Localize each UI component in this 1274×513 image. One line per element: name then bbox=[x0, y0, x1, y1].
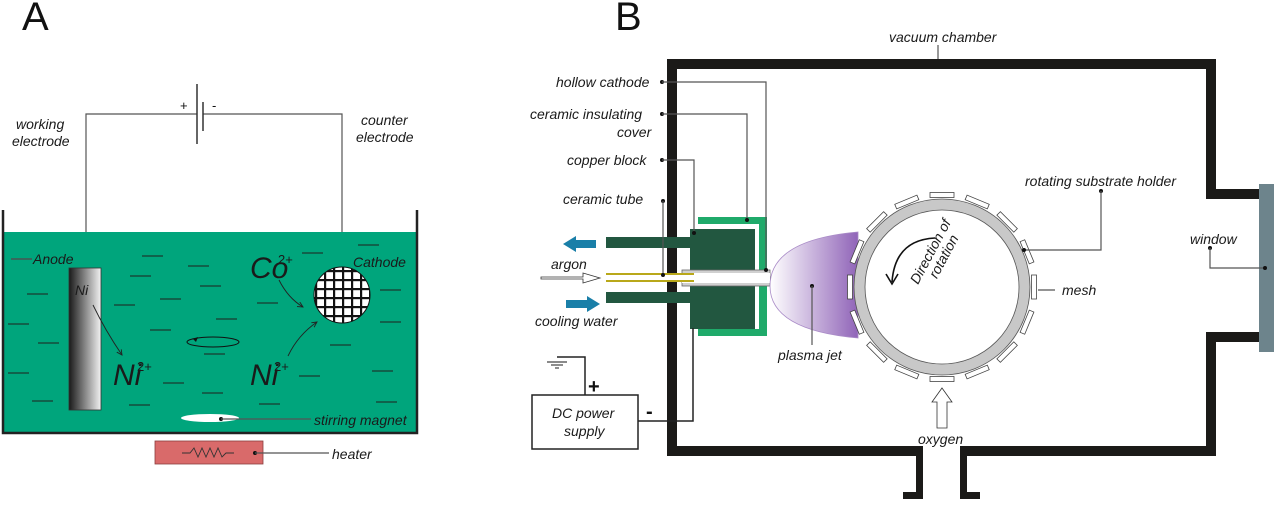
mesh-plate bbox=[866, 341, 888, 363]
ground-wire bbox=[557, 356, 586, 395]
ion-ni-left-base: Ni bbox=[113, 359, 143, 392]
panel-b-label: B bbox=[615, 0, 642, 39]
beaker bbox=[1, 210, 419, 435]
mesh-plate bbox=[996, 211, 1018, 233]
stirring-magnet bbox=[181, 414, 239, 422]
oxygen-label: oxygen bbox=[918, 431, 963, 447]
ion-co-base: Co bbox=[250, 252, 288, 285]
mesh-plate bbox=[929, 376, 955, 382]
ion-ni-right-base: Ni bbox=[250, 359, 280, 392]
mesh-plate bbox=[847, 274, 853, 300]
cathode-label: Cathode bbox=[353, 254, 406, 270]
hollow-cathode-label: hollow cathode bbox=[556, 74, 650, 90]
anode-metal-label: Ni bbox=[75, 282, 89, 298]
counter-electrode-label-2: electrode bbox=[356, 129, 414, 145]
ceramic-insulating-cover-label-2: cover bbox=[617, 124, 653, 140]
heater bbox=[154, 440, 264, 465]
rotating-substrate-holder-label: rotating substrate holder bbox=[1025, 173, 1177, 189]
mesh-plate bbox=[929, 192, 955, 198]
cooling-inlet-pipe bbox=[606, 292, 694, 303]
vacuum-chamber bbox=[667, 59, 1259, 499]
working-electrode-label-2: electrode bbox=[12, 133, 70, 149]
dc-power-supply-label-2: supply bbox=[564, 423, 605, 439]
mesh-plate bbox=[996, 341, 1018, 363]
ion-co-charge: 2+ bbox=[278, 252, 293, 267]
counter-electrode-label-1: counter bbox=[361, 112, 409, 128]
anode-label: Anode bbox=[32, 251, 74, 267]
stirring-magnet-label: stirring magnet bbox=[314, 412, 408, 428]
resistor-icon bbox=[182, 446, 234, 459]
mesh-plate bbox=[894, 194, 920, 210]
water-in-arrow-icon bbox=[566, 296, 600, 312]
rotation-arrow-icon bbox=[885, 237, 936, 286]
heater-label: heater bbox=[332, 446, 373, 462]
ion-ni-right-charge: 2+ bbox=[274, 359, 289, 374]
plasma-jet bbox=[769, 231, 859, 339]
argon-arrow-icon bbox=[540, 272, 602, 284]
mesh-plate bbox=[849, 309, 865, 335]
battery-icon bbox=[196, 84, 204, 144]
panel-a-label: A bbox=[22, 0, 49, 39]
mesh-plate bbox=[1019, 309, 1035, 335]
battery-plus: + bbox=[180, 98, 188, 113]
copper-block-label: copper block bbox=[567, 152, 647, 168]
argon-label: argon bbox=[551, 256, 587, 272]
vacuum-chamber-label: vacuum chamber bbox=[889, 29, 998, 45]
stirring-rotation-icon bbox=[186, 336, 240, 348]
ceramic-insulating-cover bbox=[698, 217, 767, 336]
ceramic-insulating-cover-label-1: ceramic insulating bbox=[530, 106, 642, 122]
battery-minus: - bbox=[212, 98, 216, 113]
mesh-plates bbox=[847, 192, 1037, 382]
anode-electrode bbox=[68, 267, 102, 411]
cooling-water-label: cooling water bbox=[535, 313, 619, 329]
ceramic-tube-label: ceramic tube bbox=[563, 191, 643, 207]
power-minus: - bbox=[646, 401, 653, 423]
power-plus: + bbox=[588, 376, 600, 398]
oxygen-arrow-icon bbox=[931, 387, 953, 429]
mesh-plate bbox=[1031, 274, 1037, 300]
working-electrode-label-1: working bbox=[16, 116, 64, 132]
ground-icon bbox=[547, 361, 567, 369]
mesh-plate bbox=[849, 239, 865, 265]
mesh-plate bbox=[964, 364, 990, 380]
mesh-plate bbox=[964, 194, 990, 210]
plasma-jet-label: plasma jet bbox=[777, 347, 843, 363]
window-label: window bbox=[1190, 231, 1238, 247]
mesh-plate bbox=[894, 364, 920, 380]
ion-ni-left-charge: 2+ bbox=[137, 359, 152, 374]
cooling-outlet-pipe bbox=[606, 237, 694, 248]
mesh-label: mesh bbox=[1062, 282, 1096, 298]
cathode-power-wire bbox=[638, 328, 694, 422]
water-out-arrow-icon bbox=[563, 236, 596, 252]
dc-power-supply bbox=[531, 394, 639, 450]
electrolyte-dashes bbox=[8, 244, 401, 406]
dc-power-supply-label-1: DC power bbox=[552, 405, 616, 421]
ion-flow-arrows bbox=[92, 279, 317, 357]
mesh-plate bbox=[1019, 239, 1035, 265]
rotating-substrate-holder bbox=[853, 198, 1031, 376]
mesh-plate bbox=[866, 211, 888, 233]
